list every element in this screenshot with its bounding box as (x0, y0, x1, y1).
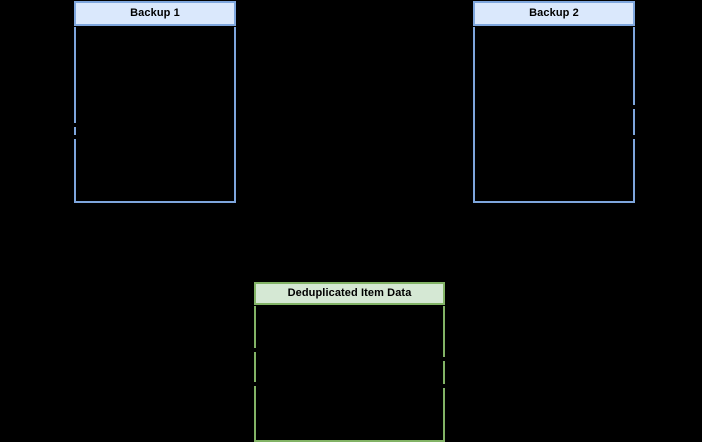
connector-notch-dedup-left-a (254, 348, 257, 352)
connector-backup-2-to-dedup (635, 107, 669, 109)
node-backup-1-body (74, 27, 236, 203)
node-deduplicated-item-data-body (254, 306, 445, 442)
node-deduplicated-item-data-title: Deduplicated Item Data (254, 282, 445, 305)
connector-notch-backup-2-b (632, 135, 635, 139)
node-backup-2-body (473, 27, 635, 203)
connector-backup-1-to-dedup-vertical (40, 125, 42, 327)
node-deduplicated-item-data[interactable]: Deduplicated Item Data (254, 282, 445, 442)
connector-notch-backup-2-a (632, 105, 635, 109)
connector-backup-1-to-dedup (40, 125, 74, 127)
node-backup-2-title: Backup 2 (473, 1, 635, 26)
connector-notch-backup-1-a (74, 123, 77, 127)
node-backup-1[interactable]: Backup 1 (74, 1, 236, 203)
connector-notch-backup-1-b (74, 135, 77, 139)
connector-notch-dedup-left-b (254, 382, 257, 386)
connector-backup-2-to-dedup-entry (445, 333, 669, 335)
connector-notch-dedup-right-a (442, 357, 445, 361)
connector-backup-2-to-dedup-vertical (667, 107, 669, 334)
connector-notch-dedup-right-b (442, 384, 445, 388)
node-backup-2[interactable]: Backup 2 (473, 1, 635, 203)
node-backup-1-title: Backup 1 (74, 1, 236, 26)
connector-backup-1-to-dedup-entry (40, 325, 254, 327)
